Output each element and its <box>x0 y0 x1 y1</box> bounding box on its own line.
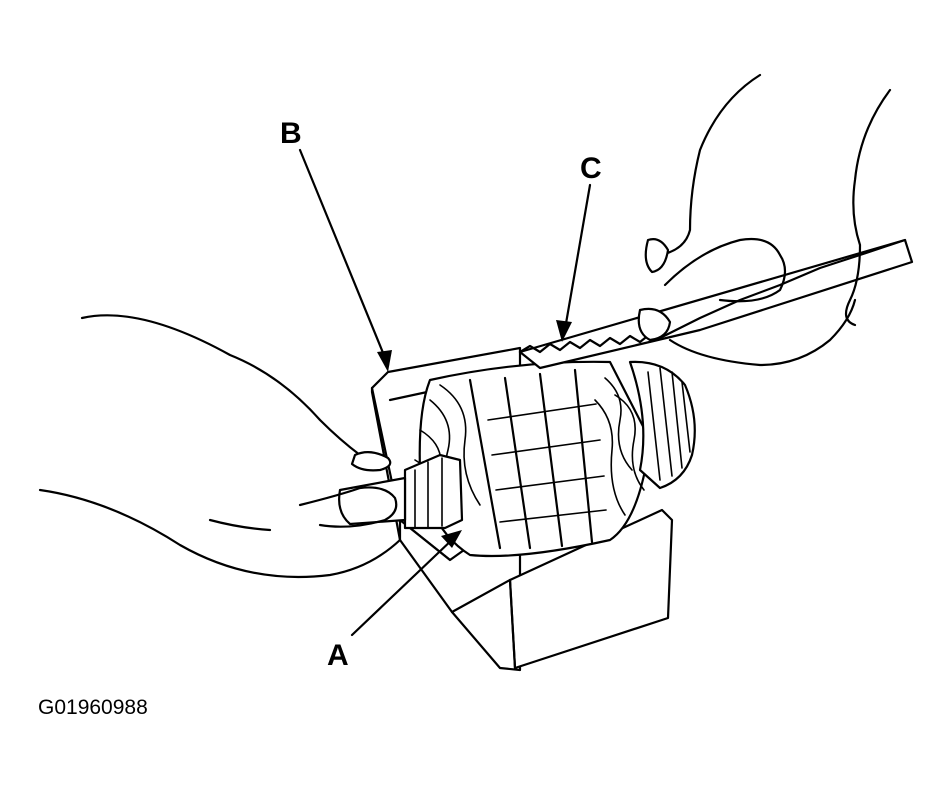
leader-line-b <box>298 148 390 367</box>
right-hand <box>637 73 892 367</box>
armature-shaft <box>338 453 464 530</box>
callout-label-a: A <box>327 639 349 672</box>
leader-line-c <box>562 183 592 337</box>
left-hand <box>38 314 402 579</box>
commutator <box>628 360 696 490</box>
arrowhead-b <box>377 350 392 372</box>
figure-id: G01960988 <box>38 696 148 719</box>
leader-lines <box>298 148 592 637</box>
arrowhead-c <box>556 320 572 342</box>
callout-label-c: C <box>580 152 602 185</box>
hacksaw-blade <box>518 238 914 370</box>
arrowhead-a <box>441 530 462 548</box>
callout-label-b: B <box>280 117 302 150</box>
leader-line-a <box>350 534 458 637</box>
